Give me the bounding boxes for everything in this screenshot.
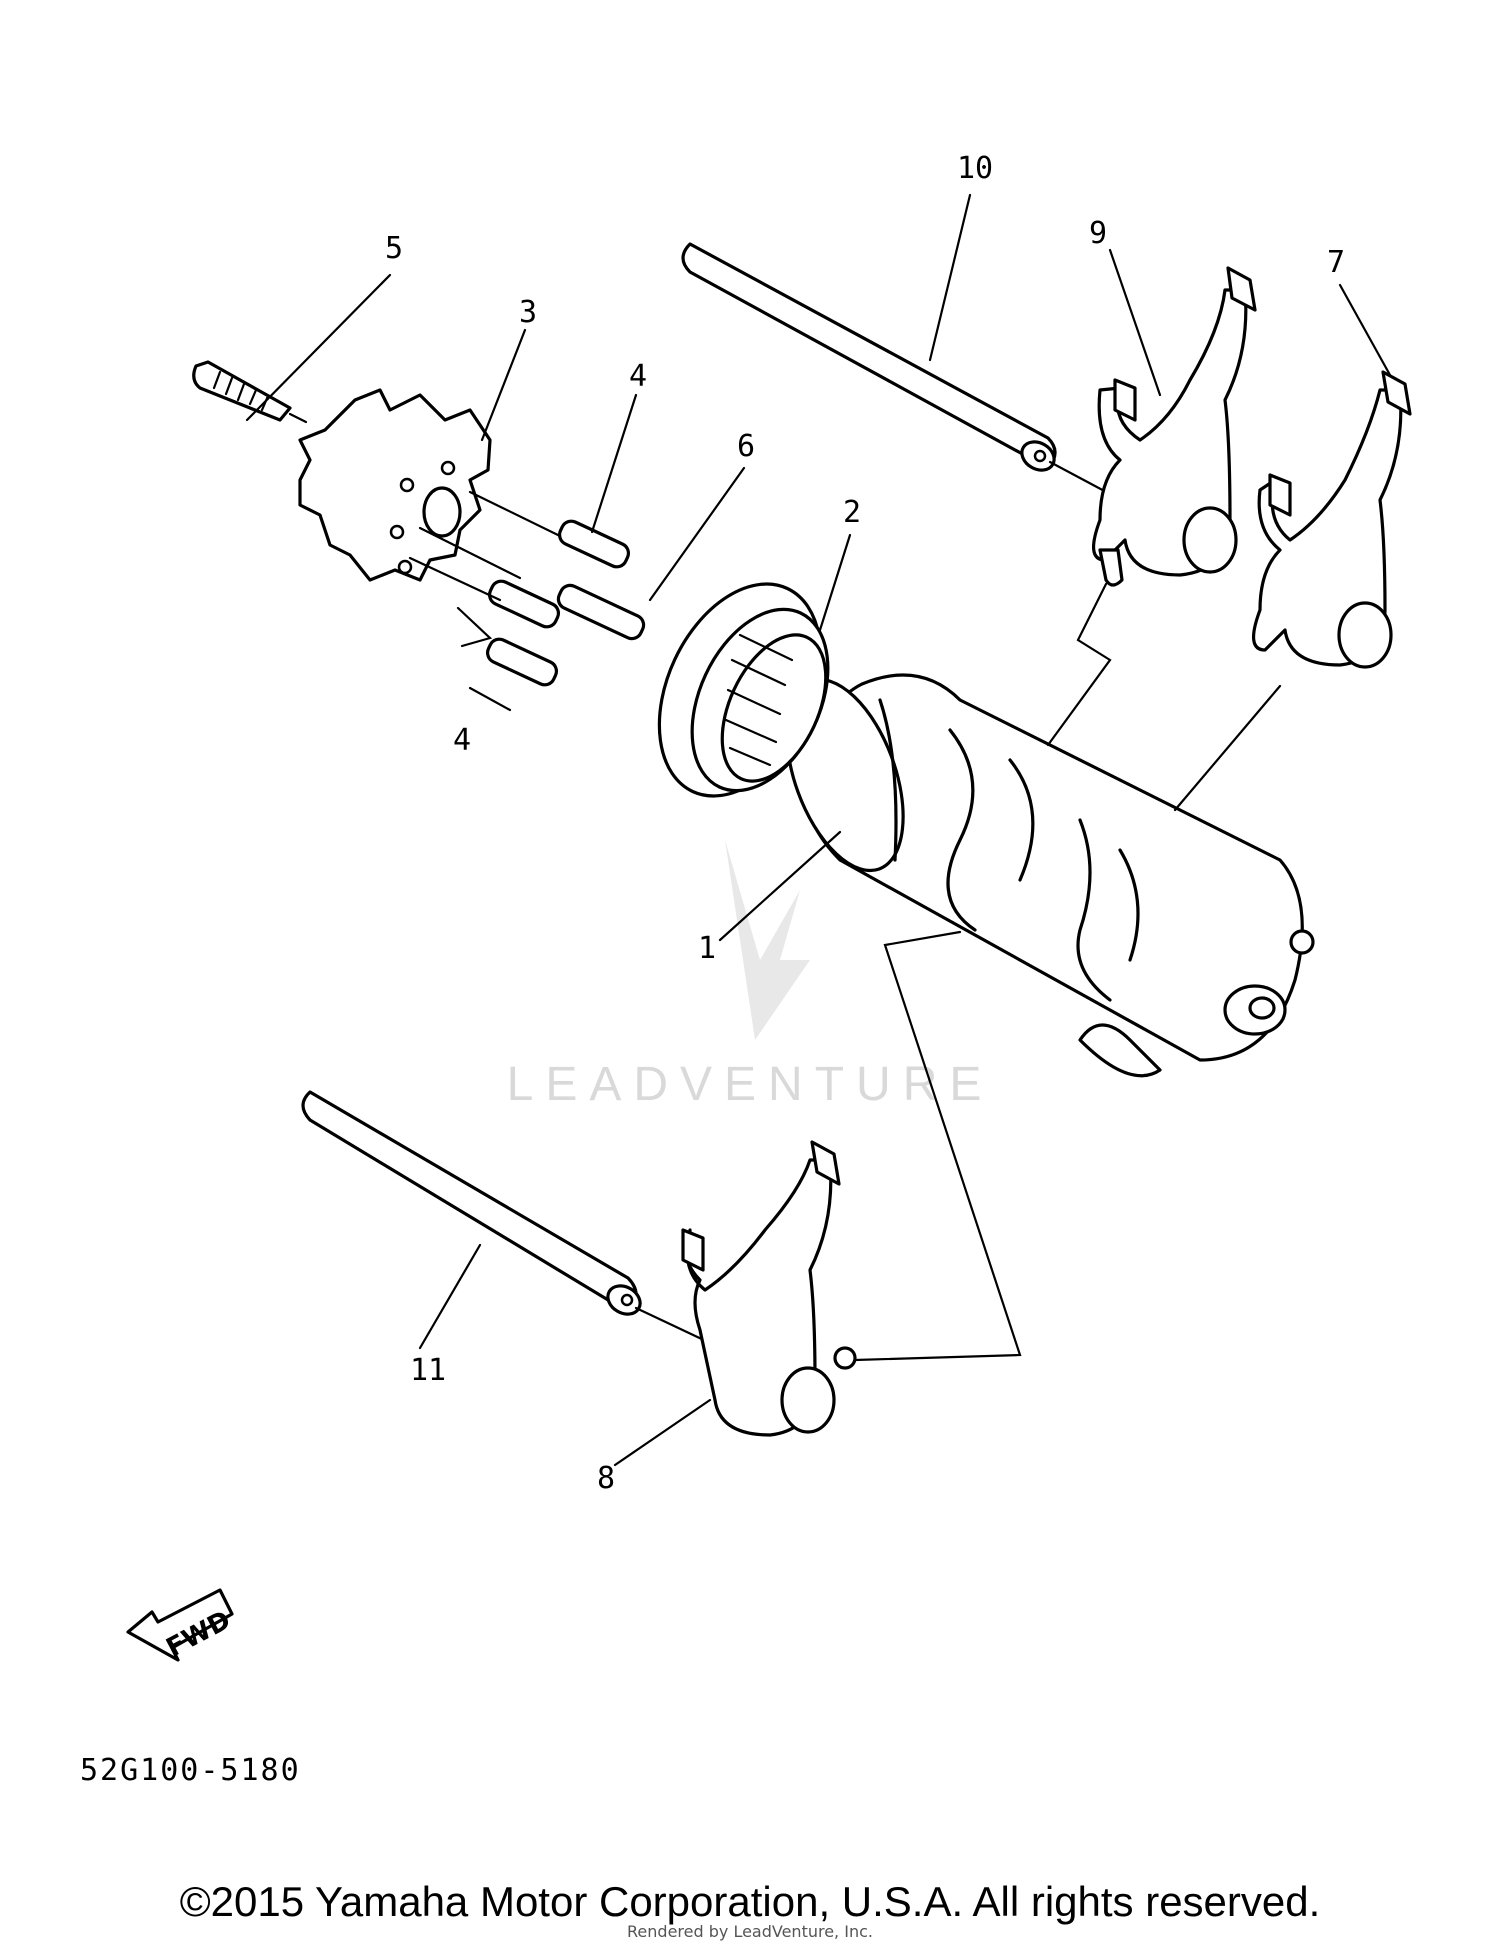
shift-fork-8: [681, 1140, 857, 1437]
guide-bar-upper: [681, 242, 1112, 496]
callouts: 10 9 7 5 3 4 6 2 4 1 11 8: [385, 151, 1345, 1496]
callout-3: 3: [519, 295, 537, 330]
dowel-pins: [408, 490, 646, 687]
shift-cam: [785, 673, 1315, 1078]
callout-1: 1: [698, 931, 716, 966]
callout-2: 2: [843, 495, 861, 530]
callout-11: 11: [410, 1353, 446, 1388]
callout-6: 5: [385, 231, 403, 266]
rendered-by-notice: Rendered by LeadVenture, Inc.: [627, 1922, 873, 1941]
callout-5: 6: [737, 429, 755, 464]
callout-4-lower: 4: [453, 723, 471, 758]
callout-9: 9: [1089, 216, 1107, 251]
guide-bar-lower: [301, 1090, 710, 1344]
fwd-arrow: FWD: [126, 1588, 236, 1664]
shift-fork-9: [1092, 266, 1257, 587]
diagram-code: 52G100-5180: [80, 1753, 301, 1788]
leader-lines: [245, 193, 1392, 1467]
watermark: LEADVENTURE: [507, 840, 994, 1111]
bearing: [657, 582, 830, 798]
callout-7: 7: [1327, 245, 1345, 280]
callout-10: 10: [957, 151, 993, 186]
callout-8: 8: [597, 1461, 615, 1496]
shift-fork-7: [1252, 370, 1412, 669]
callout-4-upper: 4: [629, 359, 647, 394]
segment: [298, 388, 492, 582]
screw: [192, 360, 308, 424]
watermark-text: LEADVENTURE: [507, 1058, 994, 1111]
copyright-notice: ©2015 Yamaha Motor Corporation, U.S.A. A…: [179, 1878, 1321, 1925]
